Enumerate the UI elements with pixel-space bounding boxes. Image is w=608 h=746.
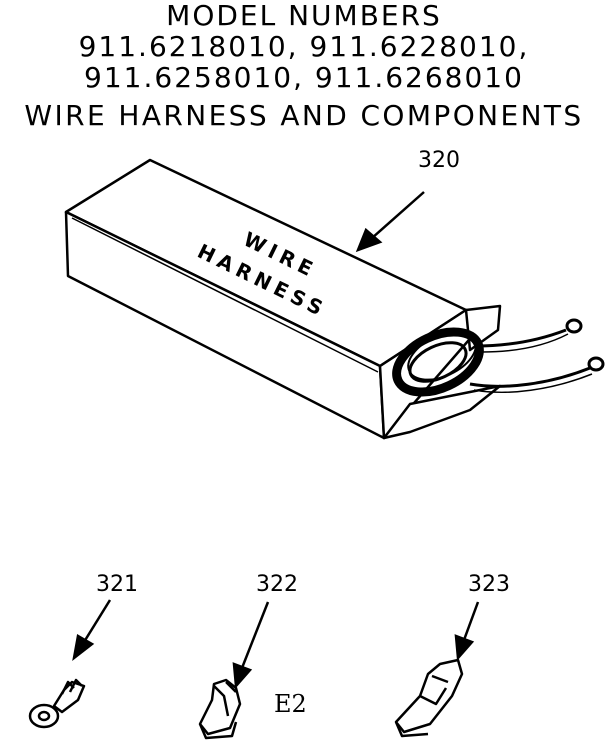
wire-harness-box: [64, 158, 502, 440]
leader-arrows: [72, 191, 480, 690]
lead-wires: [469, 318, 605, 394]
box-flap-top: [464, 304, 502, 352]
callout-322: 322: [256, 572, 298, 597]
callout-323: 323: [468, 572, 510, 597]
model-numbers-heading: MODEL NUMBERS: [166, 0, 442, 32]
connector-terminal-b: [394, 658, 464, 738]
arrow-323: [454, 634, 475, 662]
ring-terminal-2: [587, 356, 605, 372]
arrow-321: [72, 634, 95, 661]
coiled-wire: [392, 327, 484, 397]
connector-terminal-a: [198, 678, 242, 740]
arrow-320: [355, 227, 383, 253]
model-numbers-line-1: 911.6218010, 911.6228010,: [78, 30, 530, 63]
arrow-322: [232, 662, 253, 690]
callout-321: 321: [96, 572, 138, 597]
model-numbers-line-2: 911.6258010, 911.6268010: [84, 61, 524, 94]
callout-320: 320: [418, 148, 460, 173]
ring-terminal-part: [28, 678, 86, 729]
page-code: E2: [274, 690, 307, 718]
ring-terminal-1: [565, 318, 583, 334]
box-flap-bottom: [382, 384, 502, 440]
diagram-title: WIRE HARNESS AND COMPONENTS: [24, 99, 584, 132]
